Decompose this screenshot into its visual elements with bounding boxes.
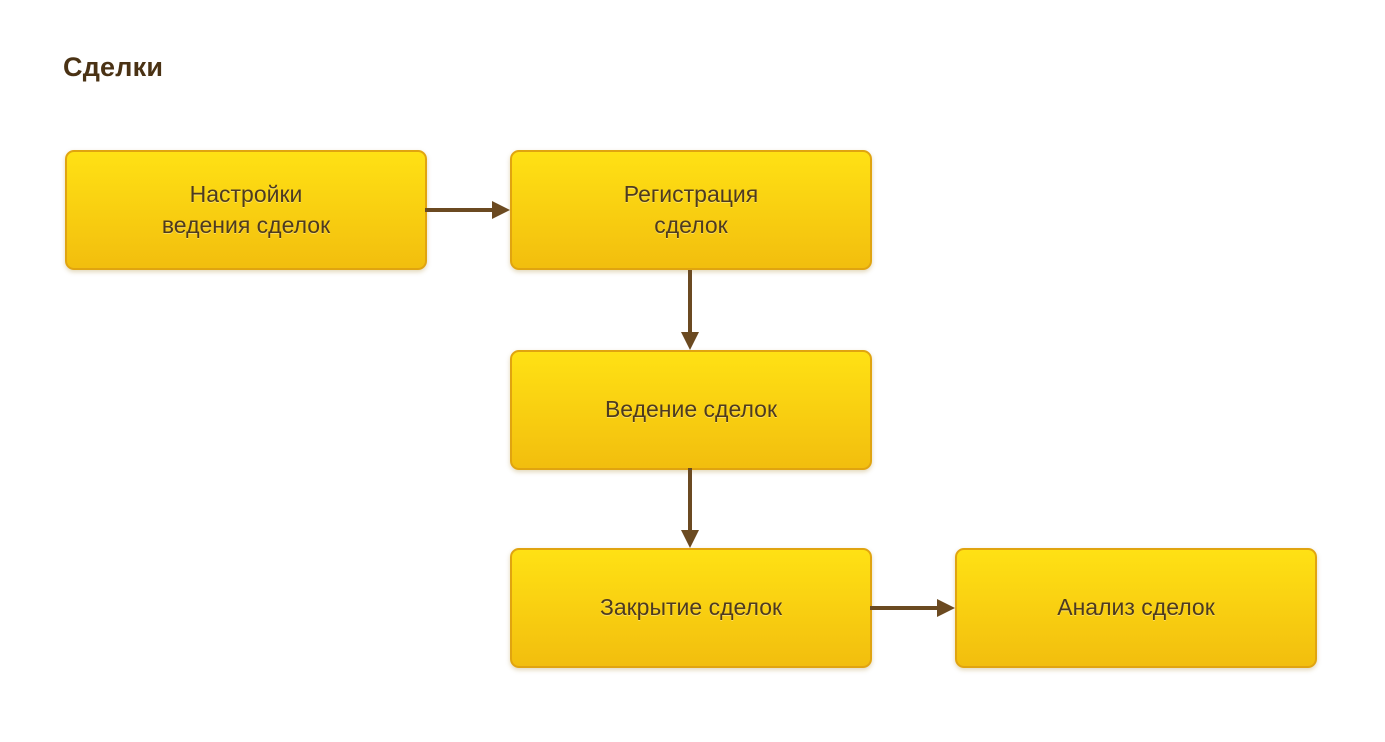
arrow-management-to-closing-icon	[681, 468, 699, 548]
node-deal-closing[interactable]: Закрытие сделок	[510, 548, 872, 668]
page-title: Сделки	[63, 52, 164, 82]
node-deal-management[interactable]: Ведение сделок	[510, 350, 872, 470]
node-deal-registration[interactable]: Регистрация сделок	[510, 150, 872, 270]
arrow-closing-to-analysis-icon	[870, 599, 955, 617]
node-deal-settings[interactable]: Настройки ведения сделок	[65, 150, 427, 270]
node-deal-analysis[interactable]: Анализ сделок	[955, 548, 1317, 668]
arrow-registration-to-management-icon	[681, 270, 699, 350]
arrow-settings-to-registration-icon	[425, 201, 510, 219]
